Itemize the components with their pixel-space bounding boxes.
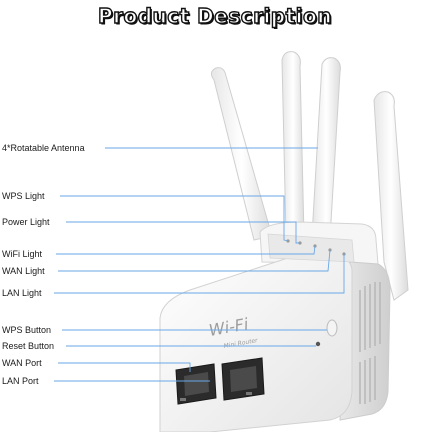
lan-port[interactable] — [221, 357, 265, 401]
leader-wps-light — [60, 195, 289, 242]
reset-button[interactable] — [315, 341, 321, 347]
wps-button[interactable] — [326, 319, 338, 337]
label-wps-light: WPS Light — [2, 191, 45, 201]
label-wps-button: WPS Button — [2, 325, 52, 335]
wan-port[interactable] — [175, 363, 217, 405]
label-reset-button: Reset Button — [2, 341, 55, 351]
label-antenna: 4*Rotatable Antenna — [2, 143, 85, 153]
label-lan-port: LAN Port — [2, 376, 39, 386]
antenna-4 — [373, 91, 409, 301]
leader-lan-light — [54, 254, 345, 294]
leader-wifi-light — [56, 245, 316, 255]
antenna-3 — [311, 57, 341, 239]
page-title: Product Description — [97, 3, 333, 28]
leader-power-light — [66, 221, 300, 244]
router-body: Wi-Fi Mini Router — [159, 221, 391, 432]
antenna-group — [210, 51, 409, 301]
label-wifi-light: WiFi Light — [2, 249, 43, 259]
leader-wan-port — [58, 362, 191, 372]
label-wan-port: WAN Port — [2, 358, 42, 368]
label-power-light: Power Light — [2, 217, 50, 227]
label-lan-light: LAN Light — [2, 288, 42, 298]
leader-wan-light — [58, 249, 331, 272]
leader-lines — [54, 147, 345, 382]
label-wan-light: WAN Light — [2, 266, 45, 276]
antenna-2 — [281, 51, 305, 237]
antenna-1 — [210, 67, 273, 241]
